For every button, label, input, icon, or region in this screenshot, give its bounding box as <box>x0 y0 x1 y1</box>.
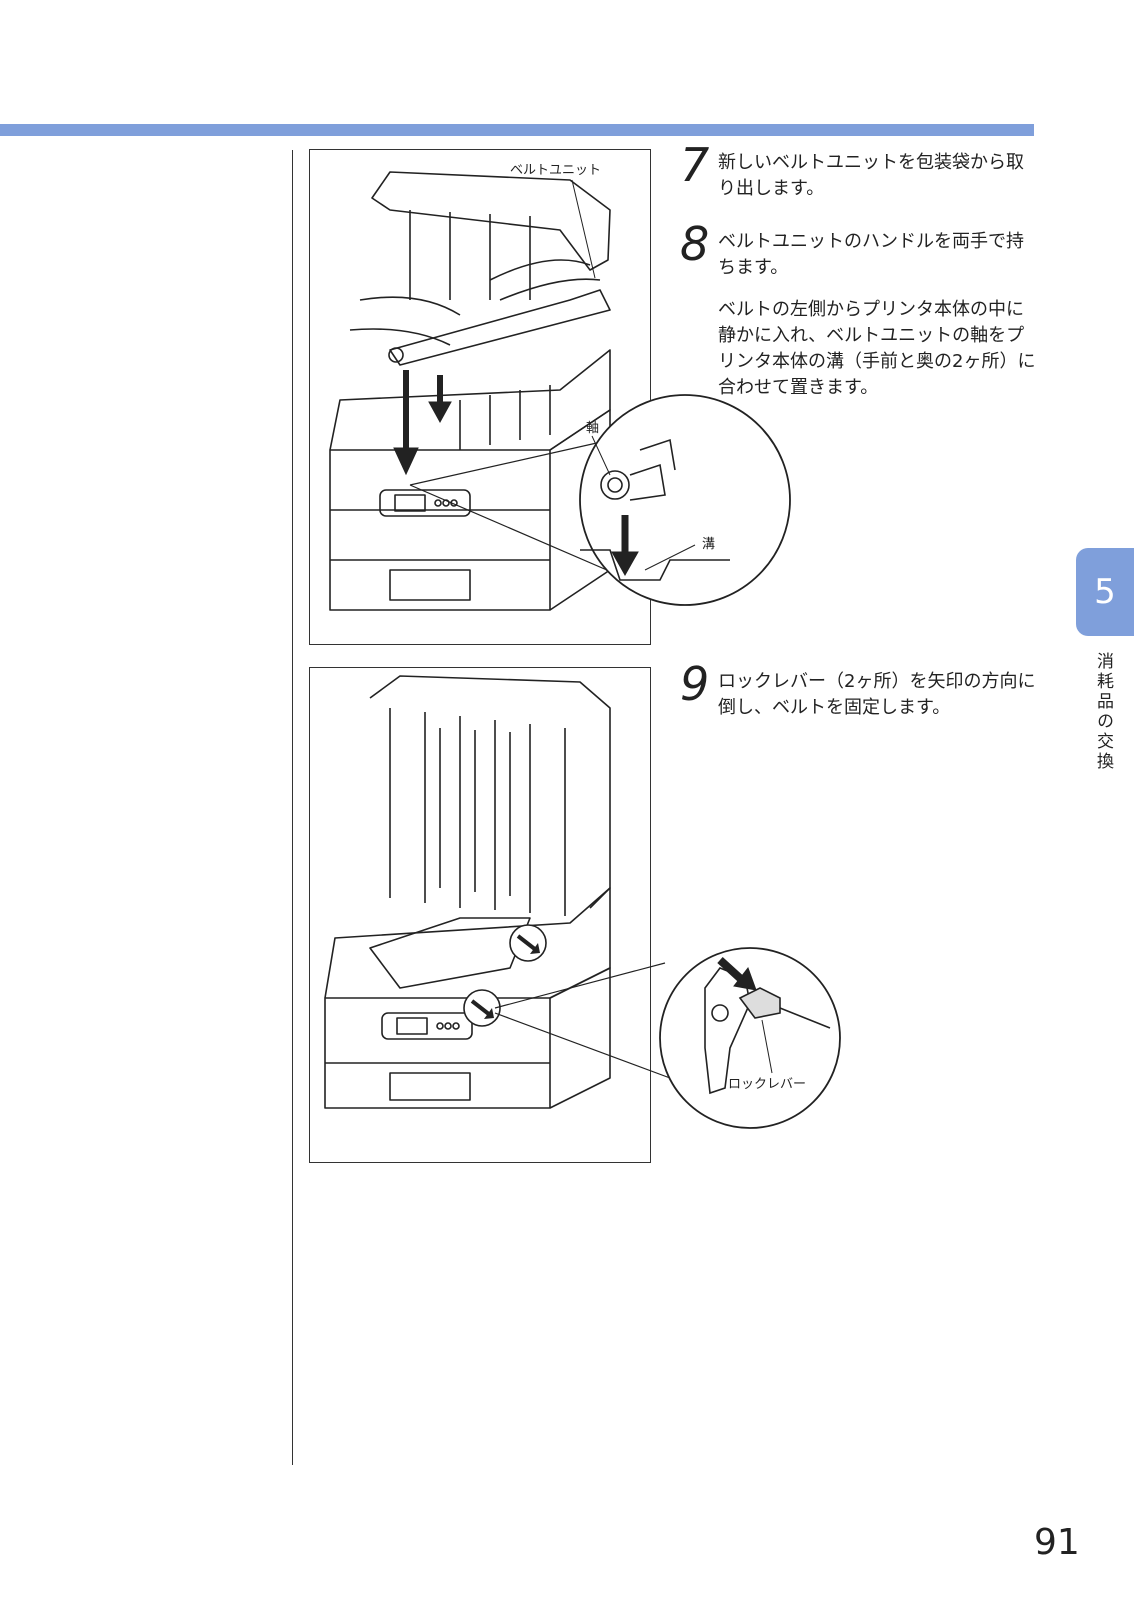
label-belt-unit: ベルトユニット <box>510 163 601 178</box>
figure-belt-insertion: ベルトユニット 軸 溝 <box>309 149 791 645</box>
figure-lock-lever: ロックレバー <box>309 667 841 1163</box>
printer-illustration-1: ベルトユニット 軸 溝 <box>329 163 791 611</box>
chapter-tab: 5 <box>1076 548 1134 636</box>
step-text: ベルトユニットのハンドルを両手で持ちます。 <box>718 231 1024 278</box>
column-divider <box>292 150 293 1465</box>
header-bar <box>0 124 1034 136</box>
step-number: 9 <box>680 657 710 711</box>
step-9: 9 ロックレバー（2ヶ所）を矢印の方向に倒し、ベルトを固定します。 <box>680 661 1040 721</box>
step-7: 7 新しいベルトユニットを包装袋から取り出します。 <box>680 142 1040 202</box>
chapter-title: 消耗品の交換 <box>1093 652 1113 772</box>
label-shaft: 軸 <box>586 421 599 436</box>
step-detail: ベルトの左側からプリンタ本体の中に静かに入れ、ベルトユニットの軸をプリンタ本体の… <box>718 299 1036 398</box>
step-text: 新しいベルトユニットを包装袋から取り出します。 <box>718 152 1024 199</box>
label-lock-lever: ロックレバー <box>728 1077 806 1092</box>
step-number: 8 <box>680 217 710 271</box>
step-8: 8 ベルトユニットのハンドルを両手で持ちます。 ベルトの左側からプリンタ本体の中… <box>680 221 1040 401</box>
page-number: 91 <box>1034 1522 1080 1563</box>
step-text: ロックレバー（2ヶ所）を矢印の方向に倒し、ベルトを固定します。 <box>718 671 1036 718</box>
label-groove: 溝 <box>702 537 715 552</box>
step-number: 7 <box>680 138 710 192</box>
printer-illustration-2: ロックレバー <box>324 675 841 1129</box>
